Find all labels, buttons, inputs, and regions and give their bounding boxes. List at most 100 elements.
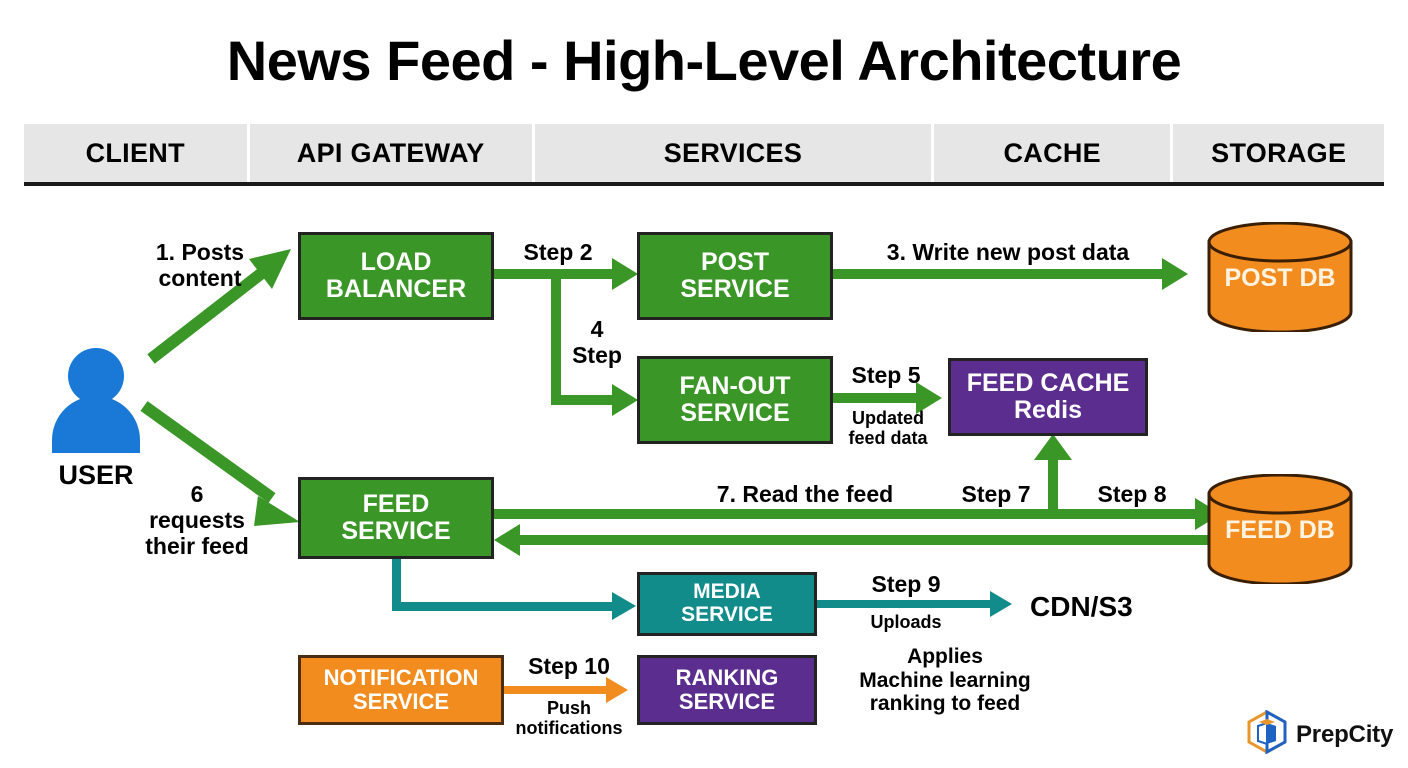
edge-label-step10-sub: Push notifications [506, 698, 632, 738]
edge-media-to-cdn-arrowhead [990, 591, 1012, 617]
layer-header-bar: CLIENT API GATEWAY SERVICES CACHE STORAG… [24, 124, 1384, 182]
node-load-balancer-line2: BALANCER [325, 275, 467, 303]
footer-logo: PrepCity [1246, 709, 1394, 759]
edge-user-to-feed-service [140, 400, 305, 530]
header-column-services: SERVICES [534, 124, 931, 182]
edge-label-read-the-feed: 7. Read the feed [700, 481, 910, 508]
edge-user-to-load-balancer [145, 245, 295, 365]
node-notification-service-line2: SERVICE [352, 689, 450, 714]
node-notification-service-line1: NOTIFICATION [323, 665, 479, 691]
annotation-ranking-note-line1: Applies [907, 645, 983, 668]
edge-feed-service-to-media-horizontal [392, 602, 620, 611]
page-title: News Feed - High-Level Architecture [226, 29, 1182, 92]
edge-notification-to-ranking-arrowhead [606, 677, 628, 703]
edge-feed-db-to-feed-service [520, 535, 1210, 545]
edge-label-step8: Step 8 [1084, 481, 1180, 508]
user-label: USER [58, 460, 134, 490]
edge-label-step5-text: Step 5 [851, 362, 921, 388]
header-column-client: CLIENT [24, 124, 247, 182]
edge-label-step10-text: Step 10 [528, 653, 610, 679]
node-fanout-service[interactable]: FAN-OUT SERVICE [637, 356, 833, 444]
edge-step7-arrowhead [1034, 434, 1072, 460]
edge-notification-to-ranking [504, 686, 612, 694]
node-feed-cache[interactable]: FEED CACHE Redis [948, 358, 1148, 436]
edge-label-push-text: Push [546, 698, 591, 718]
edge-label-step2-text: Step 2 [523, 239, 593, 265]
node-post-service-line2: SERVICE [680, 275, 790, 303]
annotation-ranking-note: Applies Machine learning ranking to feed [830, 645, 1060, 716]
node-cdn-s3: CDN/S3 [1030, 591, 1190, 622]
edge-label-step7-text: Step 7 [961, 481, 1031, 507]
edge-lb-to-fanout-arrowhead [612, 384, 638, 416]
edge-label-write-post-text: 3. Write new post data [886, 239, 1130, 265]
edge-fanout-to-feed-cache [833, 393, 923, 403]
edge-lb-to-post-service-arrowhead [612, 258, 638, 290]
node-feed-service-line1: FEED [362, 490, 430, 518]
annotation-ranking-note-line3: ranking to feed [869, 692, 1021, 716]
node-ranking-service-line2: SERVICE [678, 689, 776, 714]
annotation-ranking-note-line2: Machine learning [859, 668, 1031, 692]
edge-label-requests-line1: 6 [190, 481, 204, 507]
node-feed-cache-line1: FEED CACHE [966, 369, 1130, 397]
edge-label-requests-their-feed: 6 requests their feed [122, 481, 272, 559]
edge-post-service-to-post-db [833, 269, 1173, 279]
edge-label-step2: Step 2 [508, 239, 608, 266]
edge-fanout-to-feed-cache-arrowhead [916, 382, 942, 414]
node-feed-db[interactable]: FEED DB [1207, 474, 1353, 584]
header-divider-rule [24, 182, 1384, 186]
edge-label-step8-text: Step 8 [1097, 481, 1167, 507]
edge-feed-service-to-feed-db [494, 509, 1206, 519]
prepcity-cube-logo-icon [1246, 709, 1288, 759]
node-fanout-service-line2: SERVICE [680, 399, 790, 427]
node-feed-service-line2: SERVICE [341, 517, 451, 545]
edge-label-step9-sub: Uploads [856, 612, 956, 632]
edge-lb-branch-vertical [551, 269, 561, 405]
footer-brand-name: PrepCity [1296, 720, 1394, 748]
edge-label-step4: 4 Step [562, 316, 632, 369]
user-icon [48, 348, 144, 458]
edge-label-posts-content-line2: content [158, 264, 242, 291]
node-feed-db-label: FEED DB [1225, 516, 1335, 544]
node-post-service[interactable]: POST SERVICE [637, 232, 833, 320]
edge-label-step9-text: Step 9 [871, 571, 941, 597]
header-column-api-gateway: API GATEWAY [249, 124, 532, 182]
edge-label-uploads-text: Uploads [870, 612, 942, 632]
edge-label-step4-line2: Step [572, 341, 622, 368]
node-media-service[interactable]: MEDIA SERVICE [637, 572, 817, 636]
node-fanout-service-line1: FAN-OUT [679, 372, 791, 400]
edge-step7-vertical-to-feed-cache [1048, 455, 1058, 513]
edge-label-requests-line3: their feed [145, 532, 249, 559]
node-post-service-line1: POST [700, 248, 770, 276]
edge-label-posts-content-line1: 1. Posts [155, 239, 245, 265]
edge-label-step9: Step 9 [856, 571, 956, 598]
node-ranking-service[interactable]: RANKING SERVICE [637, 655, 817, 725]
edge-label-read-feed-text: 7. Read the feed [716, 481, 894, 507]
edge-label-write-new-post-data: 3. Write new post data [858, 239, 1158, 266]
edge-label-step5-sub2: feed data [848, 428, 928, 449]
node-load-balancer-line1: LOAD [360, 248, 432, 276]
node-notification-service[interactable]: NOTIFICATION SERVICE [298, 655, 504, 725]
edge-feed-service-to-media-arrowhead [612, 592, 636, 620]
node-cdn-s3-label: CDN/S3 [1030, 591, 1133, 622]
edge-label-notifications-text: notifications [515, 718, 623, 739]
node-load-balancer[interactable]: LOAD BALANCER [298, 232, 494, 320]
edge-label-requests-line2: requests [149, 506, 245, 533]
edge-media-to-cdn [817, 600, 997, 608]
edge-label-step10: Step 10 [512, 653, 626, 680]
header-column-storage: STORAGE [1173, 124, 1384, 182]
edge-label-step5-sub: Updated feed data [836, 408, 940, 448]
edge-feed-service-to-media-vertical [392, 559, 401, 611]
header-column-cache: CACHE [934, 124, 1171, 182]
node-post-db[interactable]: POST DB [1207, 222, 1353, 332]
edge-label-step7: Step 7 [948, 481, 1044, 508]
node-feed-cache-line2: Redis [1013, 396, 1083, 424]
edge-label-step4-line1: 4 [590, 316, 604, 342]
node-feed-service[interactable]: FEED SERVICE [298, 477, 494, 559]
node-ranking-service-line1: RANKING [675, 665, 779, 691]
edge-post-service-to-post-db-arrowhead [1162, 258, 1188, 290]
node-media-service-line2: SERVICE [681, 603, 773, 626]
edge-feed-db-to-feed-service-arrowhead [494, 524, 520, 556]
edge-lb-to-fanout-horizontal [551, 395, 624, 405]
node-post-db-label: POST DB [1224, 264, 1336, 292]
node-media-service-line1: MEDIA [693, 580, 761, 604]
